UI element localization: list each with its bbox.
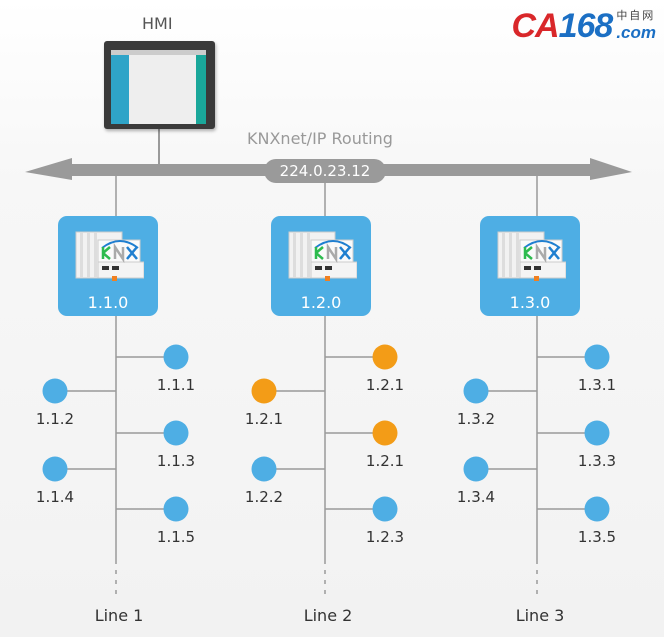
device-address: 1.3.3 [577,452,617,470]
knx-device[interactable] [584,496,610,522]
routing-label: KNXnet/IP Routing [247,129,393,148]
knx-device[interactable] [42,378,68,404]
device-address: 1.3.1 [577,376,617,394]
knx-device[interactable] [584,420,610,446]
knx-device-highlighted[interactable] [251,378,277,404]
watermark-domain: .com [616,23,656,42]
ca168-watermark-logo: CA168 中自网 .com [511,8,656,44]
knx-device-highlighted[interactable] [372,420,398,446]
device-address: 1.3.2 [456,410,496,428]
coupler-address: 1.2.0 [300,293,342,312]
knx-device[interactable] [584,344,610,370]
knx-device[interactable] [372,496,398,522]
line-label: Line 1 [94,606,144,625]
knx-device[interactable] [463,456,489,482]
watermark-cn: 中自网 [616,10,656,22]
device-address: 1.1.3 [156,452,196,470]
line-coupler[interactable]: 1.3.0 [480,216,580,316]
line-coupler[interactable]: 1.2.0 [271,216,371,316]
device-address: 1.2.1 [244,410,284,428]
device-address: 1.2.3 [365,528,405,546]
multicast-address-badge: 224.0.23.12 [264,159,386,183]
device-address: 1.2.2 [244,488,284,506]
coupler-address: 1.1.0 [87,293,129,312]
coupler-address: 1.3.0 [509,293,551,312]
knx-device[interactable] [251,456,277,482]
device-address: 1.1.4 [35,488,75,506]
knx-coupler-device-icon [497,231,566,281]
device-address: 1.1.5 [156,528,196,546]
hmi-panel[interactable] [104,41,215,129]
watermark-brand: CA168 [511,7,613,45]
device-address: 1.1.2 [35,410,75,428]
line-label: Line 3 [515,606,565,625]
device-address: 1.3.5 [577,528,617,546]
device-address: 1.3.4 [456,488,496,506]
line-coupler[interactable]: 1.1.0 [58,216,158,316]
knx-coupler-device-icon [75,231,144,281]
device-address: 1.2.1 [365,452,405,470]
device-address: 1.2.1 [365,376,405,394]
knx-device[interactable] [463,378,489,404]
hmi-screen [111,50,206,124]
hmi-label: HMI [142,14,173,33]
knx-device[interactable] [163,496,189,522]
device-address: 1.1.1 [156,376,196,394]
knx-device[interactable] [163,344,189,370]
line-label: Line 2 [303,606,353,625]
knx-device[interactable] [42,456,68,482]
knx-device-highlighted[interactable] [372,344,398,370]
knx-coupler-device-icon [288,231,357,281]
knx-device[interactable] [163,420,189,446]
